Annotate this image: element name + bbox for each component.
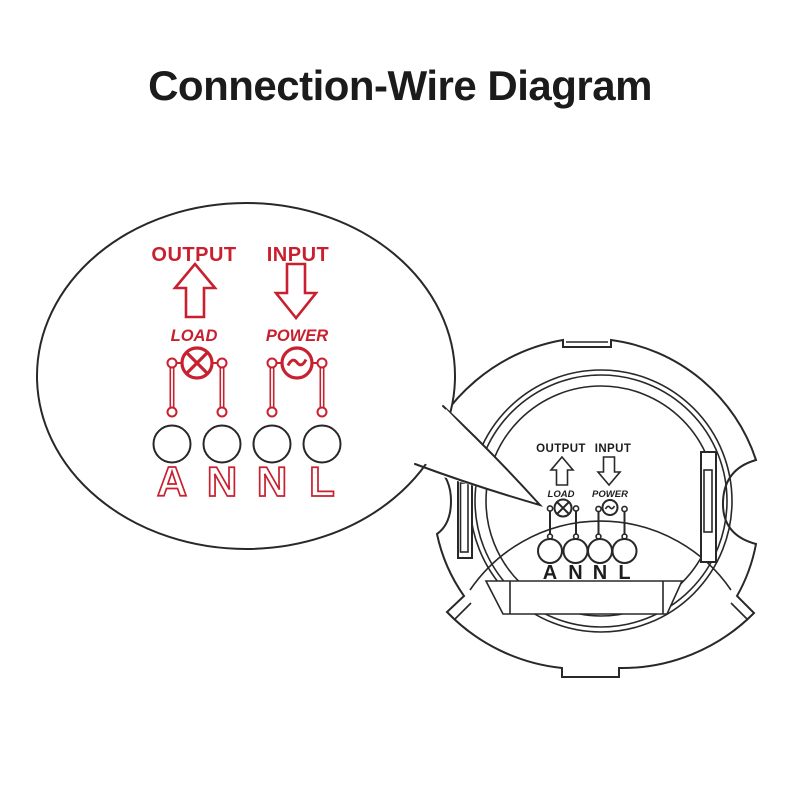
callout-wires (166, 367, 328, 418)
callout-output-label: OUTPUT (151, 244, 236, 266)
page-title: Connection-Wire Diagram (148, 62, 652, 109)
callout-terminal-letter-n2: N (257, 458, 287, 505)
device-input-arrow-down-icon (596, 456, 622, 487)
callout-input-label: INPUT (267, 244, 330, 266)
callout-terminal-letter-n1: N (207, 458, 237, 505)
device-left-clip (457, 476, 473, 559)
device-step-lines (453, 602, 749, 621)
device-output-label: OUTPUT (536, 443, 586, 455)
callout-load-label: LOAD (171, 327, 218, 345)
device-terminal-letter-a: A (543, 562, 557, 584)
device-wires (549, 511, 626, 534)
callout-tail-core (420, 409, 536, 503)
device-lamp-icon (546, 498, 580, 518)
device-power-label: POWER (592, 489, 628, 500)
device-terminal-letter-n1: N (568, 562, 582, 584)
callout-tail-edges (414, 405, 544, 507)
callout-output-arrow-up-icon (172, 261, 218, 319)
callout-terminal-hole (302, 424, 342, 464)
device-ac-icon (595, 499, 628, 516)
device-terminal-letter-l: L (618, 562, 630, 584)
device-bracket: OUTPUT INPUT LOAD POWER (419, 338, 758, 678)
device-markings: OUTPUT INPUT LOAD POWER (536, 443, 638, 584)
callout-terminal-hole (252, 424, 292, 464)
callout-terminal-letter-l: L (309, 458, 335, 505)
device-terminal-letter-n2: N (593, 562, 607, 584)
device-bottom-plate (484, 580, 684, 615)
callout-markings: OUTPUT INPUT LOAD POWER (151, 244, 342, 506)
callout-terminal-hole (202, 424, 242, 464)
callout-input-arrow-down-icon (273, 262, 319, 321)
device-input-label: INPUT (595, 443, 632, 455)
device-mid-ring-inner (474, 374, 728, 628)
callout-terminal-letter-a: A (157, 458, 187, 505)
device-terminal-hole (537, 538, 563, 564)
callout-ellipse (36, 202, 456, 550)
device-right-clip (700, 451, 717, 563)
device-terminal-hole (611, 538, 638, 564)
device-output-arrow-up-icon (549, 455, 575, 486)
callout-bubble: OUTPUT INPUT LOAD POWER (36, 202, 544, 550)
callout-power-label: POWER (266, 327, 328, 345)
device-load-label: LOAD (548, 489, 575, 500)
callout-terminal-hole (152, 424, 192, 464)
